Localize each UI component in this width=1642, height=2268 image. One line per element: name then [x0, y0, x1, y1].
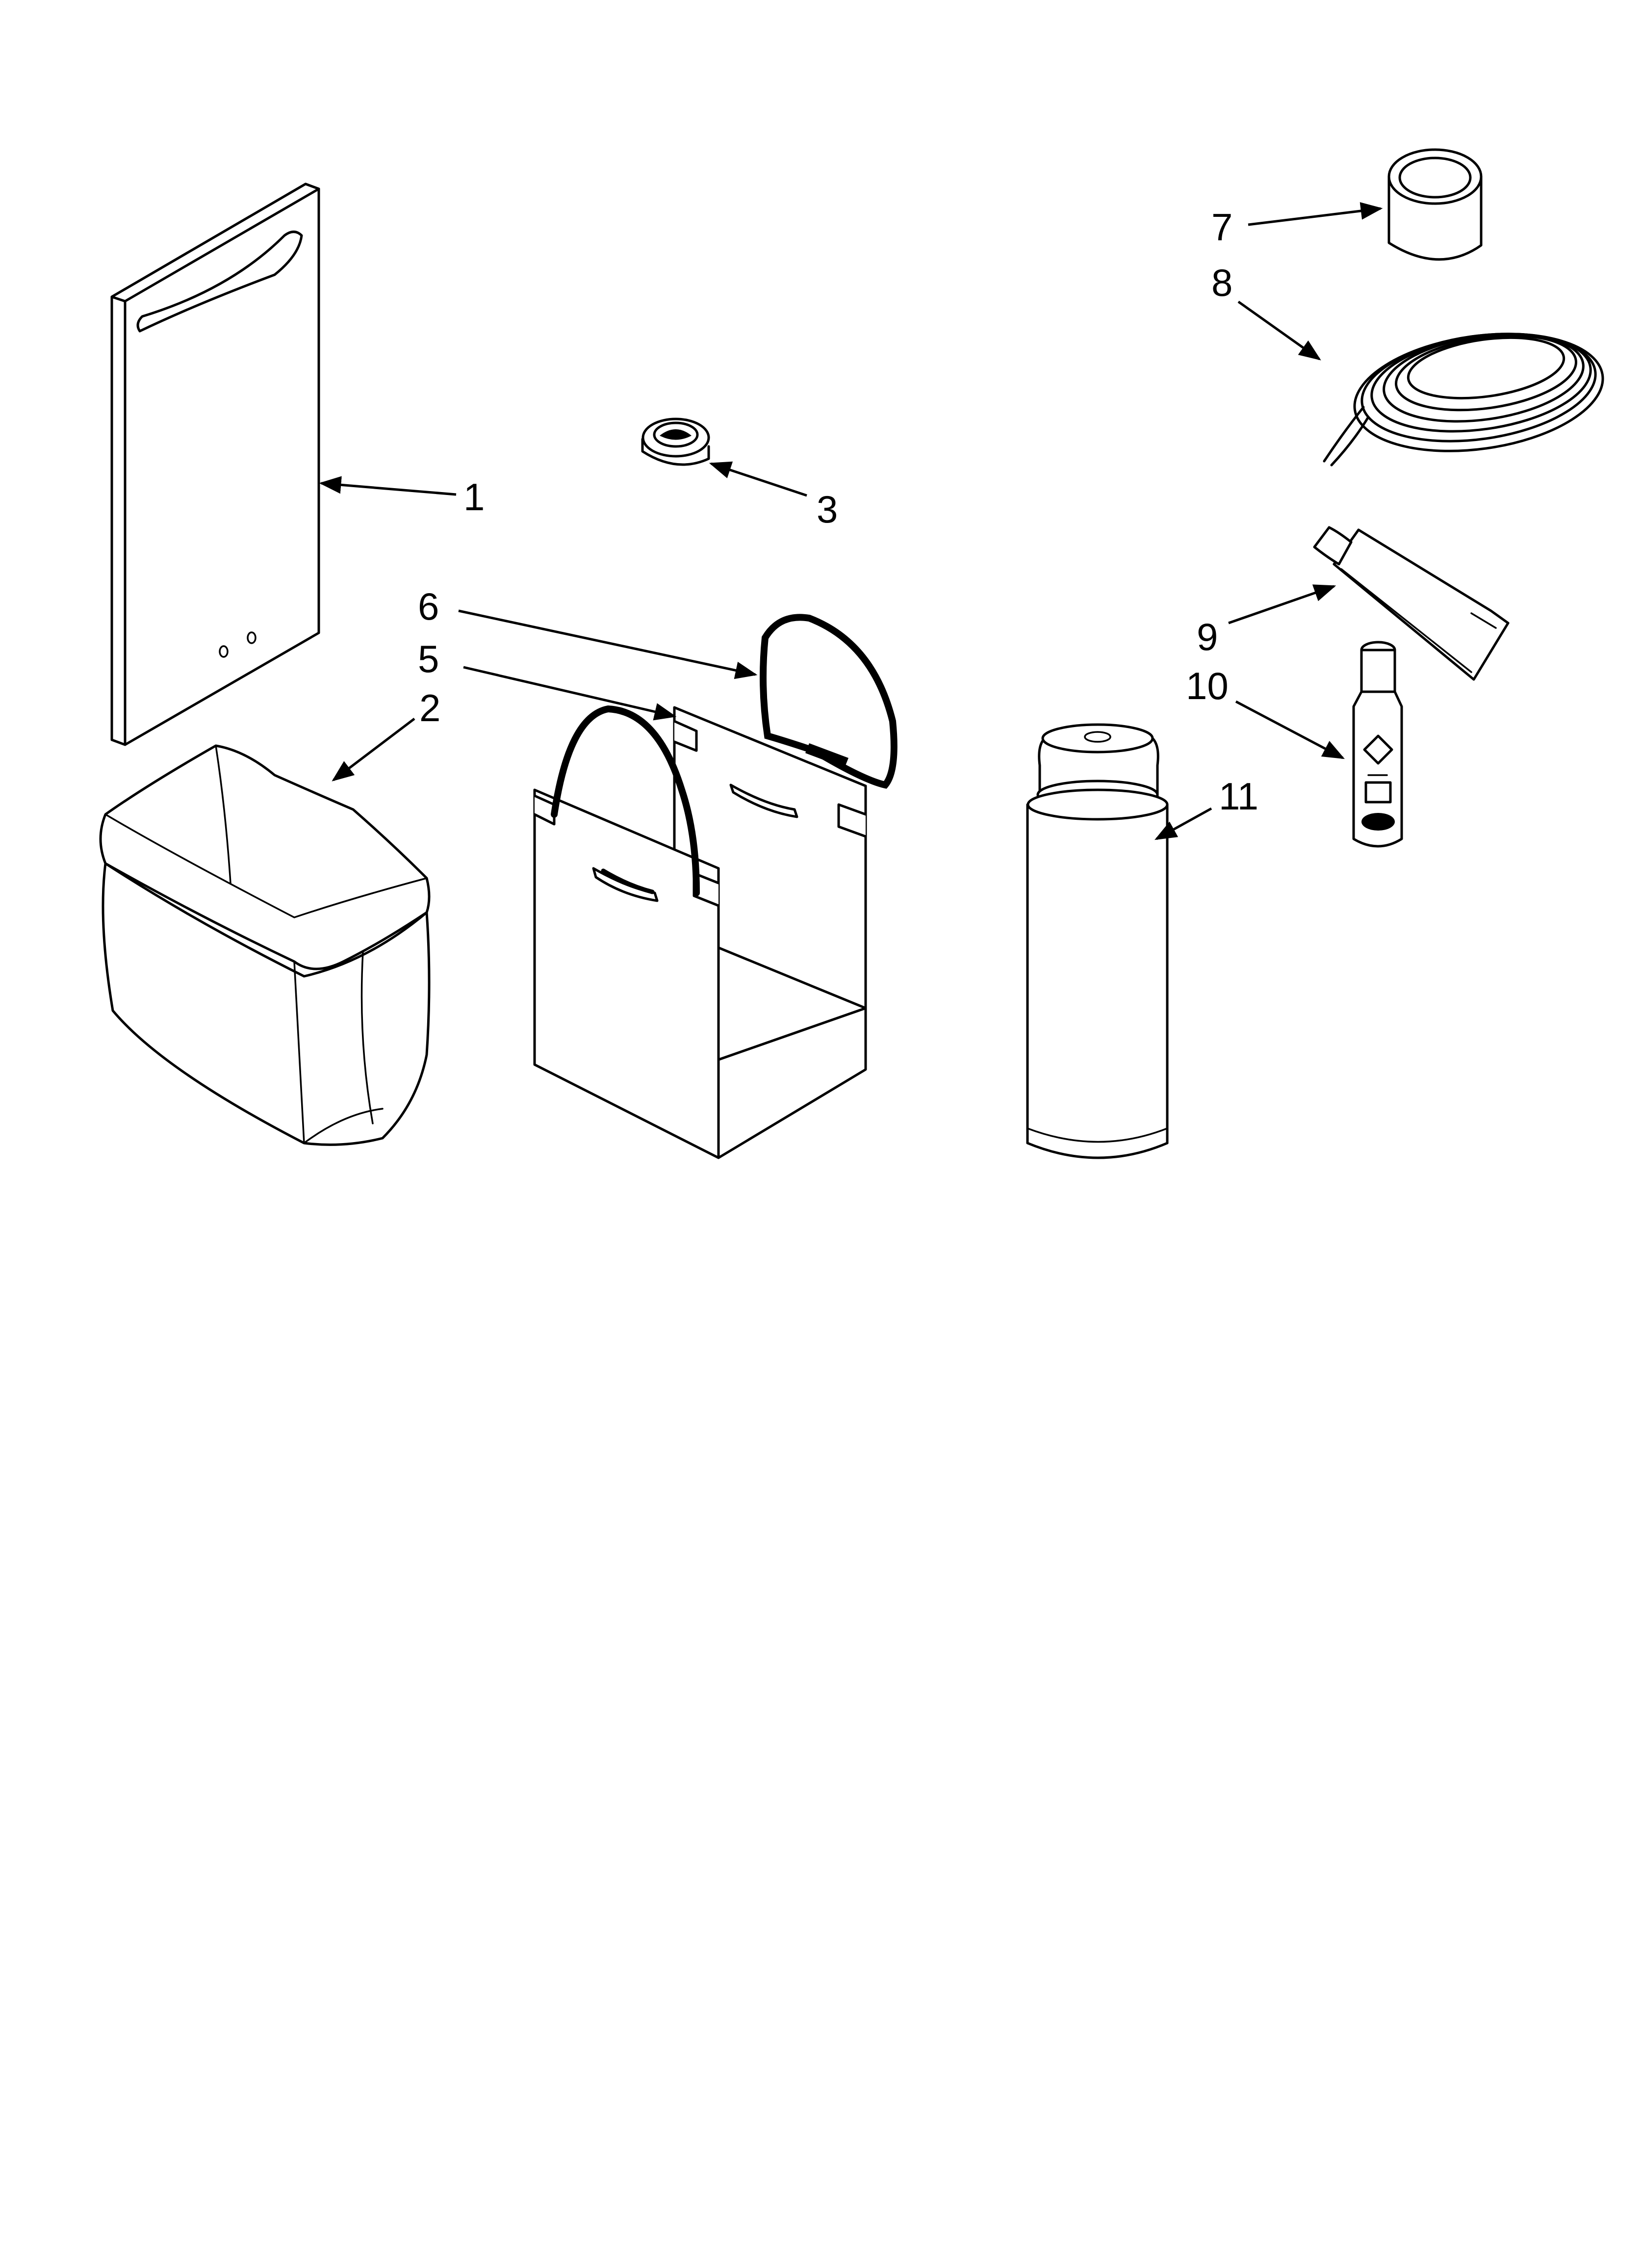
- air-filter-part: [641, 417, 710, 466]
- callout-10: 10: [1186, 664, 1229, 707]
- door-panel-part: [110, 182, 320, 746]
- touch-up-pen-part: [1352, 641, 1403, 848]
- coiled-cord-part: [1323, 333, 1604, 467]
- leader-8: [1237, 300, 1321, 361]
- callout-7: 7: [1211, 206, 1232, 249]
- callout-5: 5: [418, 637, 439, 680]
- callout-11: 11: [1219, 775, 1258, 818]
- bag-handle-part: [760, 614, 898, 789]
- callout-6: 6: [418, 585, 439, 628]
- callout-1: 1: [463, 475, 485, 519]
- leader-5: [463, 666, 677, 721]
- leader-10: [1235, 700, 1345, 759]
- callout-8: 8: [1211, 261, 1232, 304]
- callout-3: 3: [817, 488, 838, 531]
- compactor-bag-part: [99, 744, 431, 1146]
- leader-1: [319, 476, 457, 496]
- callout-labels: 1 2 3 5 6 7 8 9 10 11: [418, 206, 1258, 818]
- spray-can-part: [1026, 723, 1169, 1159]
- tape-roll-part: [1387, 148, 1483, 261]
- leader-3: [709, 461, 807, 497]
- leader-2: [332, 718, 415, 782]
- leader-7: [1248, 202, 1383, 226]
- bag-container-part: [533, 705, 867, 1159]
- leader-11: [1155, 807, 1212, 840]
- leader-lines: [319, 202, 1383, 840]
- touch-up-tube-part: [1313, 526, 1510, 681]
- callout-9: 9: [1197, 615, 1218, 658]
- leader-9: [1228, 584, 1336, 625]
- callout-2: 2: [419, 686, 440, 730]
- leader-6: [458, 609, 758, 679]
